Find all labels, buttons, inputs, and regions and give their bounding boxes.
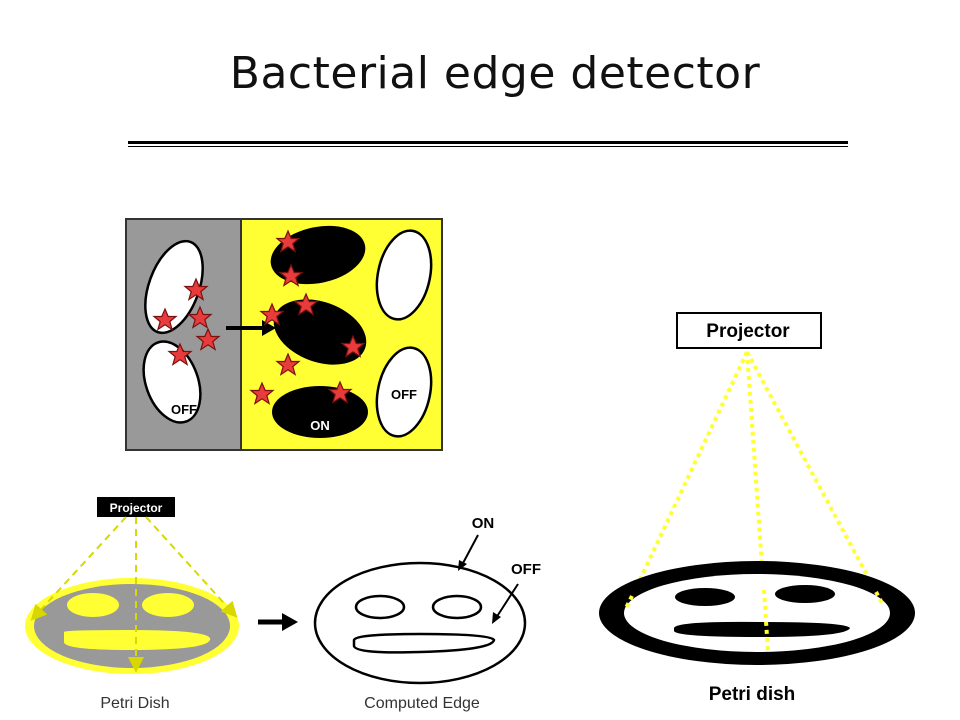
beam — [624, 595, 634, 609]
slide-title: Bacterial edge detector — [229, 48, 761, 99]
petri-eye-left — [67, 593, 119, 617]
arrow-icon — [458, 560, 467, 571]
projector-label: Projector — [706, 321, 790, 342]
projector-box — [97, 497, 175, 517]
on-pointer-line — [461, 534, 479, 566]
beam — [145, 516, 238, 618]
petri-mouth — [64, 630, 211, 650]
on-label: ON — [472, 515, 495, 532]
arrow-icon — [282, 613, 298, 631]
cell — [375, 346, 433, 438]
computed-eye-left — [354, 594, 406, 620]
right-panel: Projector Petri dish — [599, 312, 915, 705]
petri-eye-left — [675, 588, 735, 606]
cell — [375, 229, 433, 321]
off-label: OFF — [511, 561, 541, 578]
title-underline-thin — [128, 146, 848, 147]
petri-eye-right — [775, 585, 835, 603]
computed-mouth — [352, 632, 496, 654]
off-label: OFF — [391, 387, 417, 402]
computed-eye-right — [431, 594, 483, 620]
projector-box — [676, 312, 822, 349]
petri-eye-right — [142, 593, 194, 617]
beam — [762, 589, 770, 653]
title-underline — [128, 141, 848, 144]
beam — [874, 591, 884, 604]
bottom-left-panel: Projector Petri Dish ON OFF Computed Edg… — [25, 497, 541, 712]
petri-dish-caption: Petri dish — [709, 684, 796, 705]
computed-edge-caption: Computed Edge — [364, 695, 480, 712]
top-panel: OFF ON OFF — [125, 218, 443, 451]
petri-mouth — [674, 621, 850, 637]
projector-label: Projector — [110, 501, 163, 515]
beam — [626, 351, 749, 606]
petri-dish — [624, 574, 890, 652]
computed-edge-outline — [313, 561, 527, 685]
cell-on — [273, 299, 367, 365]
petri-dish — [34, 584, 230, 668]
off-label: OFF — [171, 402, 197, 417]
beam — [30, 516, 127, 621]
arrow-icon — [492, 612, 501, 624]
on-label: ON — [310, 418, 330, 433]
petri-dish-caption: Petri Dish — [100, 695, 169, 712]
off-pointer-line — [495, 583, 519, 619]
